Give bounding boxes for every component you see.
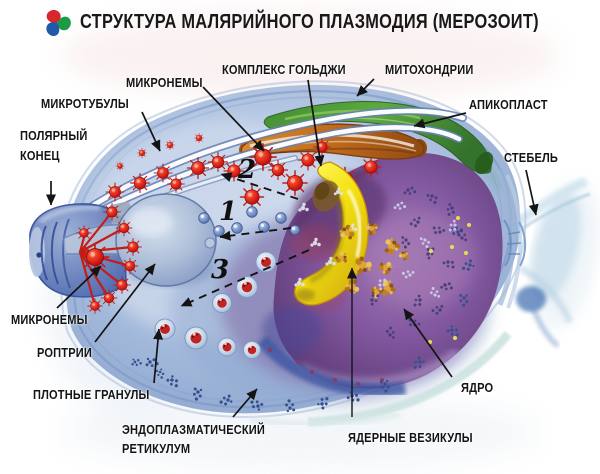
microneme xyxy=(105,182,125,202)
microneme xyxy=(267,159,289,181)
dashed-arrow-3 xyxy=(180,249,310,307)
pathway-number-1: 1 xyxy=(219,197,238,227)
label-stalk: СТЕБЕЛЬ xyxy=(504,150,559,165)
label-micronemes-top: МИКРОНЕМЫ xyxy=(126,75,203,90)
microneme xyxy=(313,138,331,156)
arrow-dense-granules xyxy=(153,328,164,384)
speckle-field xyxy=(131,186,477,414)
microneme xyxy=(100,289,118,307)
microneme xyxy=(282,170,308,196)
microneme xyxy=(113,276,131,294)
microneme xyxy=(124,238,142,256)
label-apicoplast: АПИКОПЛАСТ xyxy=(469,97,548,112)
vesicle xyxy=(275,212,287,224)
stalk-brush xyxy=(513,176,591,348)
microneme xyxy=(76,225,92,241)
arrow-stalk xyxy=(525,169,539,216)
vesicle xyxy=(246,206,258,218)
vesicle xyxy=(258,221,270,233)
microneme xyxy=(115,161,125,171)
arrow-nucleus xyxy=(403,308,453,378)
microneme xyxy=(360,156,382,178)
arrow-microtubules xyxy=(141,111,161,152)
pathway-number-2: 2 xyxy=(238,155,257,185)
microneme xyxy=(87,298,103,314)
arrow-golgi-complex xyxy=(307,79,325,167)
dashed-arrow-1 xyxy=(219,227,292,241)
arrow-apicoplast xyxy=(413,112,467,129)
nucleus-body xyxy=(220,152,503,397)
microneme xyxy=(164,139,176,151)
brand-logo-icon xyxy=(42,8,72,38)
pathway-number-3: 3 xyxy=(211,255,230,285)
label-arrows xyxy=(46,78,539,418)
microneme xyxy=(186,156,210,180)
microneme xyxy=(193,132,205,144)
microneme xyxy=(153,163,173,183)
microneme xyxy=(103,203,121,221)
microneme xyxy=(297,149,319,171)
microneme xyxy=(239,184,265,210)
label-polar-end: ПОЛЯРНЫЙ КОНЕЦ xyxy=(20,126,87,166)
microneme xyxy=(129,172,151,194)
rhoptry-bulb xyxy=(63,193,217,287)
arrow-micronemes-top xyxy=(202,86,265,152)
label-rhoptries: РОПТРИИ xyxy=(37,345,92,360)
dense-granule xyxy=(211,292,233,314)
microneme xyxy=(167,175,185,193)
dense-granule xyxy=(242,340,262,360)
label-dense-granules: ПЛОТНЫЕ ГРАНУЛЫ xyxy=(33,387,150,402)
arrow-micronemes-left xyxy=(56,265,102,309)
microneme xyxy=(80,242,110,272)
label-er-line1: ЭНДОПЛАЗМАТИЧЕСКИЙ xyxy=(122,422,266,437)
trefoil-swirl xyxy=(46,10,71,37)
label-polar-end-line2: КОНЕЦ xyxy=(20,148,60,163)
vesicle xyxy=(213,225,225,237)
pathway-arrows xyxy=(180,172,310,307)
vesicle xyxy=(289,224,301,236)
label-microtubules: МИКРОТУБУЛЫ xyxy=(41,96,129,111)
arrow-mitochondria xyxy=(356,78,375,97)
dense-granule xyxy=(184,326,208,350)
label-mitochondria: МИТОХОНДРИИ xyxy=(385,62,474,77)
label-micronemes-left: МИКРОНЕМЫ xyxy=(11,312,88,327)
page-title: СТРУКТУРА МАЛЯРИЙНОГО ПЛАЗМОДИЯ (МЕРОЗОИ… xyxy=(80,11,539,33)
vesicle xyxy=(198,212,210,224)
label-nuclear-vesicles: ЯДЕРНЫЕ ВЕЗИКУЛЫ xyxy=(348,430,473,445)
label-nucleus: ЯДРО xyxy=(461,380,494,395)
microneme xyxy=(136,147,148,159)
arrow-endoplasmic-reticulum xyxy=(232,388,258,418)
microneme xyxy=(115,219,133,237)
dense-granule xyxy=(217,337,237,357)
label-golgi-complex: КОМПЛЕКС ГОЛЬДЖИ xyxy=(222,62,346,77)
label-endoplasmic-reticulum: ЭНДОПЛАЗМАТИЧЕСКИЙ РЕТИКУЛУМ xyxy=(122,420,265,458)
microneme xyxy=(121,257,139,275)
label-er-line2: РЕТИКУЛУМ xyxy=(122,441,191,456)
microneme xyxy=(207,151,229,173)
label-polar-end-line1: ПОЛЯРНЫЙ xyxy=(20,128,88,143)
arrow-rhoptries xyxy=(94,263,156,343)
